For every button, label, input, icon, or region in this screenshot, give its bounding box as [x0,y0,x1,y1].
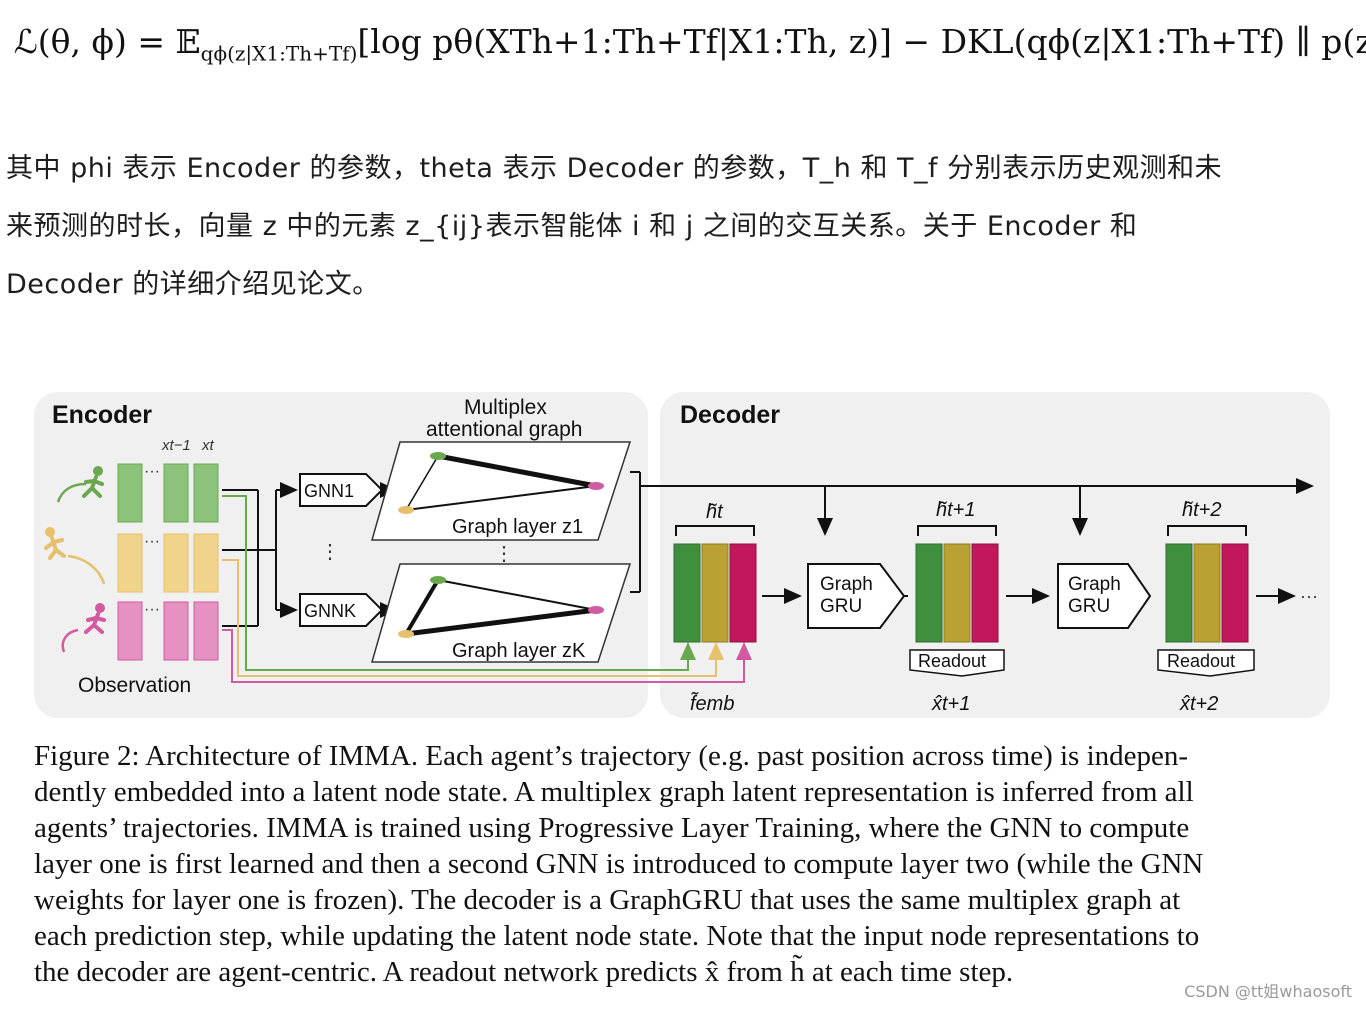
ellipsis-label: ··· [144,463,160,480]
caption-line: layer one is first learned and then a se… [34,848,1204,880]
x-t-label: xt [201,437,215,454]
chinese-paragraph: 其中 phi 表示 Encoder 的参数，theta 表示 Decoder 的… [6,140,1360,314]
figure-caption: Figure 2: Architecture of IMMA. Each age… [34,738,1334,990]
architecture-diagram: Encoder Decoder ··· ··· ··· xt−1 xt Obse… [34,392,1330,718]
hidden-state-t1: h̃t+1 [915,499,999,643]
embedding-lines [222,495,752,683]
readout-box [1157,649,1255,677]
decoder-title: Decoder [680,401,780,429]
ellipsis-label: ··· [144,601,160,618]
graph-gru-box [1057,563,1152,629]
vdots-label: ⋮ [494,543,514,565]
caption-line: each prediction step, while updating the… [34,920,1200,952]
formula-body: [log pθ(XTh+1:Th+Tf|X1:Th, z)] − DKL(qϕ(… [357,22,1366,61]
formula-lhs: ℒ(θ, ϕ) = 𝔼 [14,22,201,61]
gnnk-label: GNNK [304,601,356,621]
gnn1-label: GNN1 [304,481,354,501]
formula-expectation-subscript: qϕ(z|X1:Th+Tf) [200,41,358,66]
graph-gru-box [807,563,906,629]
agent-pink-icon [61,603,106,653]
graph-gru-line1: Graph [820,574,873,595]
xhat-t2-label: x̂t+2 [1179,693,1218,715]
graph-layer-1-label: Graph layer z1 [452,516,583,538]
graph-layer-k-label: Graph layer zK [452,640,586,662]
loss-formula: ℒ(θ, ϕ) = 𝔼qϕ(z|X1:Th+Tf)[log pθ(XTh+1:T… [14,22,1366,92]
readout-label: Readout [918,651,986,671]
graph-layer-k: Graph layer zK [371,563,632,663]
ellipsis-label: ··· [144,533,160,550]
agent-green-icon [56,466,104,503]
observation-green-bars [117,463,219,523]
gnnk-box [299,593,384,627]
paragraph-line: 来预测的时长，向量 z 中的元素 z_{ij}表示智能体 i 和 j 之间的交互… [6,211,1138,242]
caption-line: agents’ trajectories. IMMA is trained us… [34,812,1190,844]
observation-pink-bars [117,601,219,661]
xhat-t1-label: x̂t+1 [931,693,970,715]
readout-label: Readout [1167,651,1235,671]
caption-line: Figure 2: Architecture of IMMA. Each age… [34,740,1189,772]
multiplex-title-line1: Multiplex [464,396,547,419]
h-t-label: h̃t [706,501,724,523]
graph-gru-line2: GRU [1068,596,1110,617]
encoder-connectors [222,482,298,627]
paragraph-line: 其中 phi 表示 Encoder 的参数，theta 表示 Decoder 的… [6,153,1223,184]
vdots-label: ⋮ [320,541,340,563]
graph-layer-1: Graph layer z1 [371,441,632,541]
caption-line: weights for layer one is frozen). The de… [34,884,1181,916]
paragraph-line: Decoder 的详细介绍见论文。 [6,269,380,300]
watermark: CSDN @tt姐whaosoft [1184,982,1352,1001]
graph-gru-line2: GRU [820,596,862,617]
hidden-state-t2: h̃t+2 [1165,499,1249,643]
x-prev-label: xt−1 [161,437,191,454]
multiplex-title-line2: attentional graph [426,418,582,441]
architecture-figure: Encoder Decoder ··· ··· ··· xt−1 xt Obse… [0,380,1366,740]
graph-gru-line1: Graph [1068,574,1121,595]
readout-box [909,649,1005,677]
h-t2-label: h̃t+2 [1182,499,1221,521]
observation-yellow-bars [117,533,219,593]
f-emb-label: f̃emb [690,691,734,715]
h-t1-label: h̃t+1 [936,499,975,521]
graph-output-bracket [630,471,1314,593]
observation-label: Observation [78,674,191,697]
gnn1-box [299,473,384,507]
hidden-state-t: h̃t [673,501,757,643]
caption-line: the decoder are agent-centric. A readout… [34,956,1014,988]
encoder-title: Encoder [52,401,152,429]
caption-line: dently embedded into a latent node state… [34,776,1194,808]
agent-yellow-icon [44,527,106,585]
ellipsis-label: ··· [1300,586,1318,606]
